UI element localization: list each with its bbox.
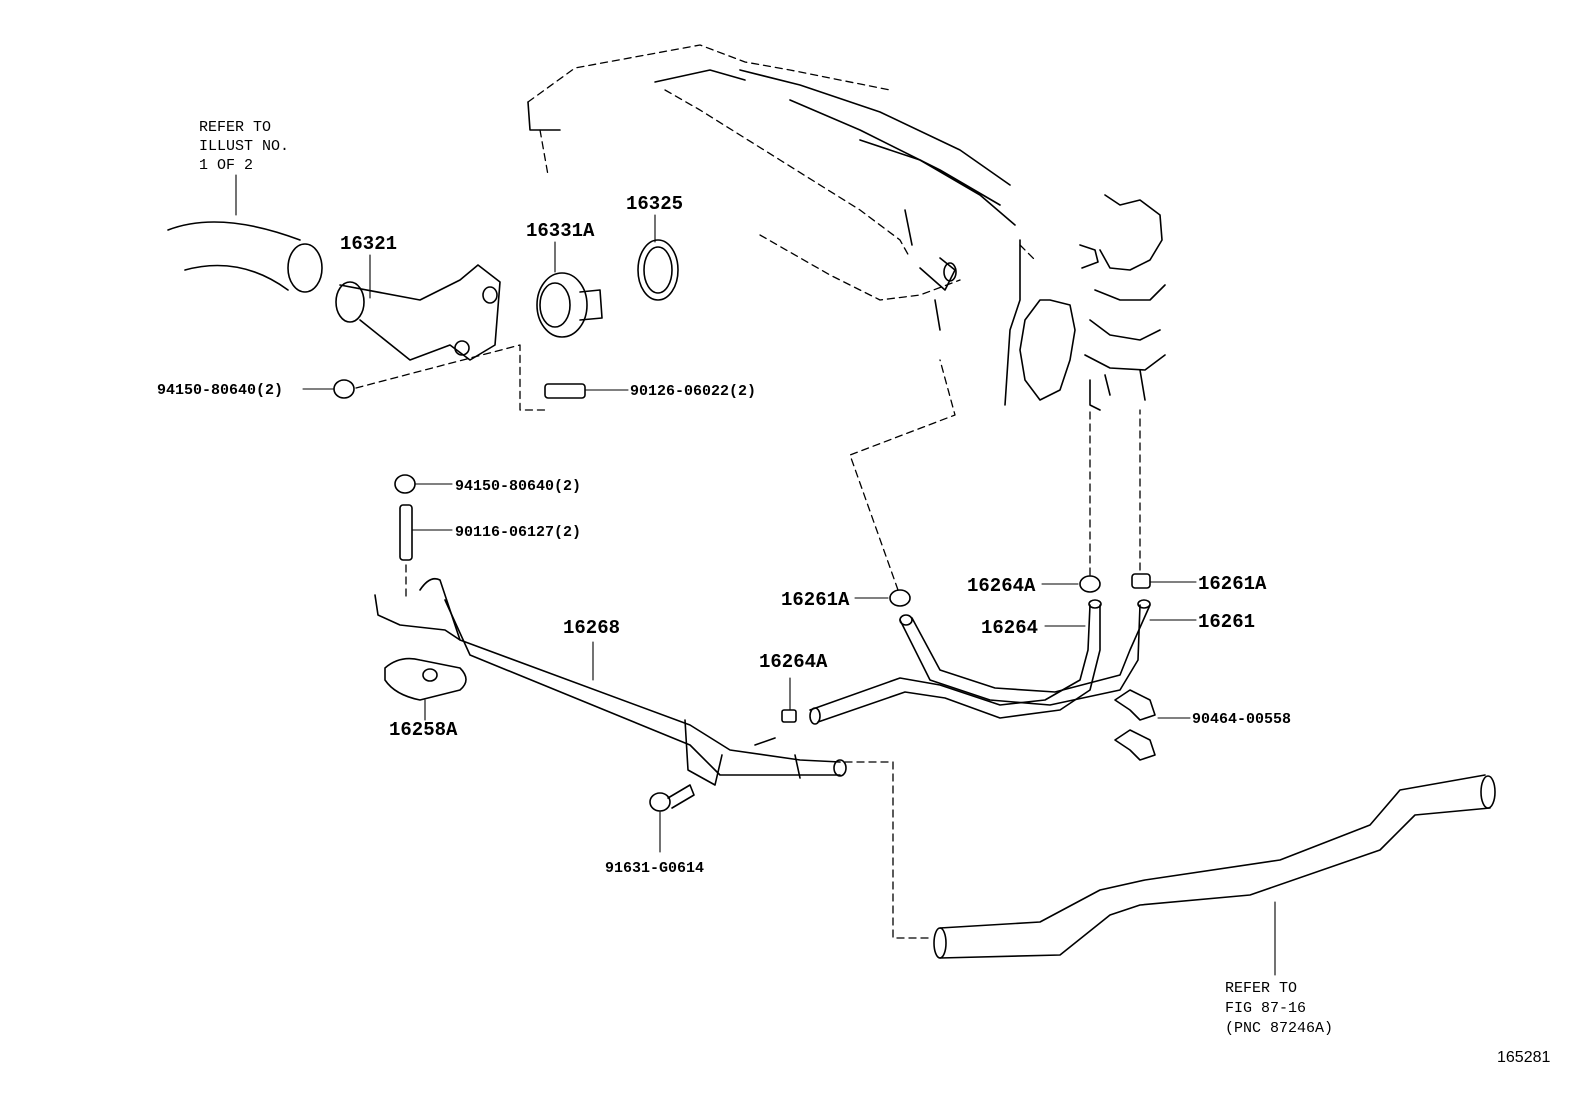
label-16268[interactable]: 16268 xyxy=(563,617,620,639)
note-bottom-right-line-3: (PNC 87246A) xyxy=(1225,1020,1333,1037)
stud-90126 xyxy=(544,383,629,399)
clip-16261a-left xyxy=(849,359,956,607)
lower-hose-reference xyxy=(844,761,1496,976)
label-16261a-left[interactable]: 16261A xyxy=(781,589,850,611)
gasket-16325 xyxy=(637,214,679,301)
note-bottom-right-line-2: FIG 87-16 xyxy=(1225,1000,1306,1017)
bypass-pipe-16268 xyxy=(374,577,847,786)
nut-94150-mid xyxy=(394,474,453,494)
label-16264[interactable]: 16264 xyxy=(981,617,1038,639)
label-90464-00558[interactable]: 90464-00558 xyxy=(1192,711,1291,728)
nut-94150-top xyxy=(302,344,546,411)
clamp-90464 xyxy=(1114,689,1191,761)
engine-block-outline xyxy=(527,44,1166,411)
clip-16264a-top xyxy=(1041,409,1101,593)
label-16325[interactable]: 16325 xyxy=(626,193,683,215)
thermostat-16331a xyxy=(536,241,603,338)
stud-small xyxy=(754,737,776,746)
note-top-left-line-1: REFER TO xyxy=(199,119,271,136)
label-16258a[interactable]: 16258A xyxy=(389,719,458,741)
label-90116-06127[interactable]: 90116-06127(2) xyxy=(455,524,581,541)
label-91631-g0614[interactable]: 91631-G0614 xyxy=(605,860,704,877)
label-16261a-right[interactable]: 16261A xyxy=(1198,573,1267,595)
label-16261[interactable]: 16261 xyxy=(1198,611,1255,633)
note-bottom-right-line-1: REFER TO xyxy=(1225,980,1297,997)
label-16264a-top[interactable]: 16264A xyxy=(967,575,1036,597)
water-inlet-16321 xyxy=(335,254,501,361)
clip-16264a-low xyxy=(781,677,797,723)
note-top-left-line-2: ILLUST NO. xyxy=(199,138,289,155)
note-top-left-line-3: 1 OF 2 xyxy=(199,157,253,174)
upper-radiator-hose-reference xyxy=(167,174,323,293)
label-16321[interactable]: 16321 xyxy=(340,233,397,255)
hose-16261-16264 xyxy=(809,599,1151,725)
label-90126-06022[interactable]: 90126-06022(2) xyxy=(630,383,756,400)
bolt-91631 xyxy=(649,784,695,853)
label-16331a[interactable]: 16331A xyxy=(526,220,595,242)
gasket-16258a xyxy=(384,657,467,721)
label-94150-80640-mid[interactable]: 94150-80640(2) xyxy=(455,478,581,495)
clip-16261a-right xyxy=(1131,409,1197,589)
label-94150-80640-top[interactable]: 94150-80640(2) xyxy=(157,382,283,399)
stud-90116 xyxy=(399,504,453,601)
figure-number: 165281 xyxy=(1497,1049,1550,1066)
label-16264a-low[interactable]: 16264A xyxy=(759,651,828,673)
